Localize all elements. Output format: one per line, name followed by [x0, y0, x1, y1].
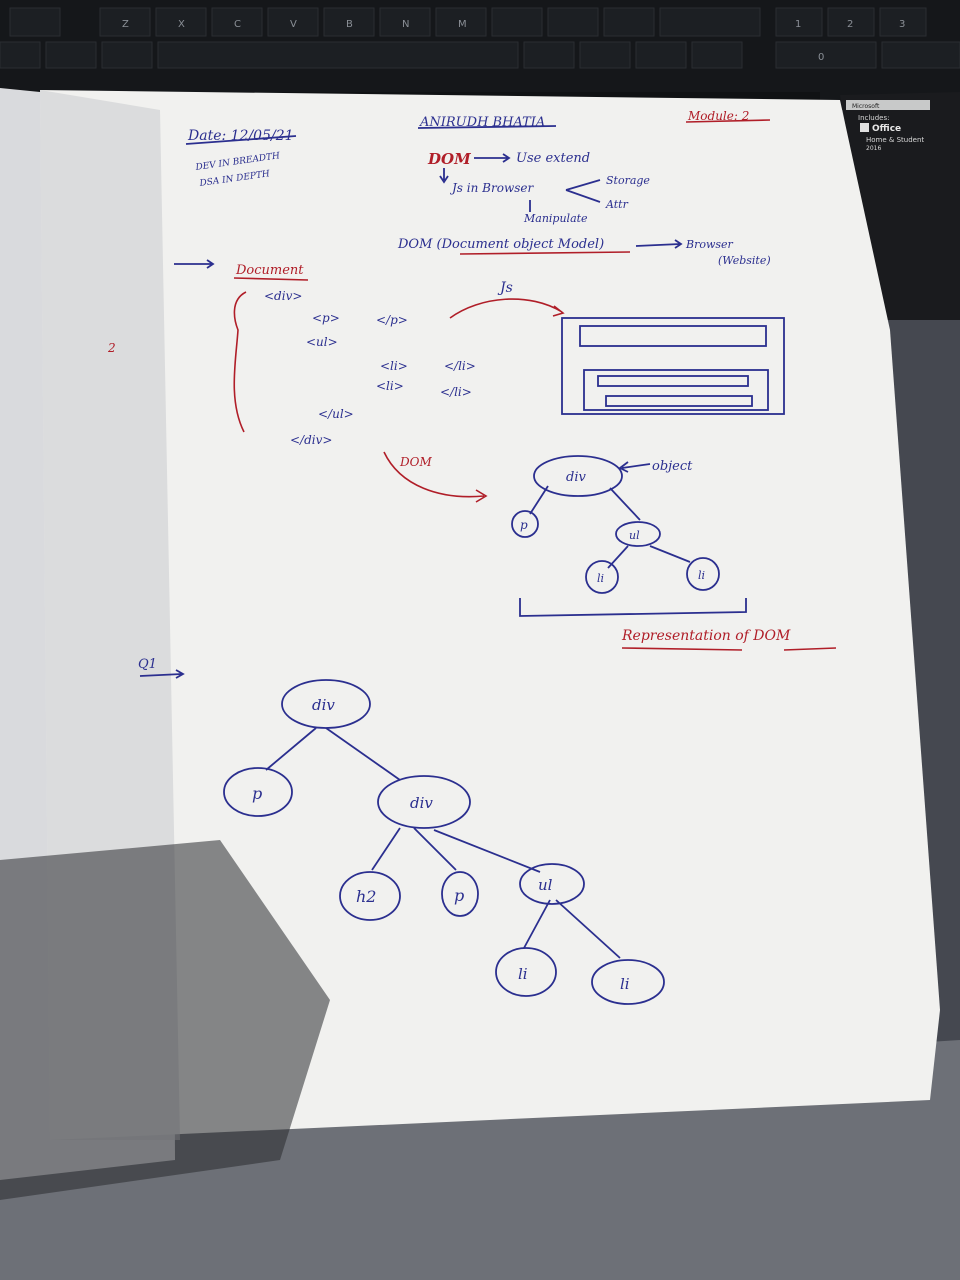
q-node-div-child: [377, 775, 471, 829]
key-num1: 1: [795, 19, 801, 30]
right-page: [40, 90, 940, 1140]
header-module: Module: 2: [687, 109, 749, 123]
margin-mark: 2: [107, 341, 116, 355]
box-includes: Includes:: [858, 114, 890, 122]
dom-node-p: [511, 510, 539, 538]
html-line-p-close: </p>: [376, 313, 408, 327]
key-num2: 2: [847, 19, 853, 30]
js-arrow-label: Js: [497, 280, 513, 296]
dom-node-ul: [615, 521, 661, 547]
dom-node-ul-label: ul: [629, 529, 640, 542]
dom-storage: Storage: [606, 174, 650, 187]
dom-node-li-2-label: li: [698, 569, 705, 582]
html-line-div-close: </div>: [290, 433, 332, 447]
q-node-h2: [339, 871, 401, 921]
office-logo-icon: [860, 123, 869, 132]
dom-node-li-1: [585, 560, 619, 594]
q-node-div-root-label: div: [312, 696, 335, 714]
dom-node-div-label: div: [566, 470, 586, 485]
q-node-p-1-label: p: [252, 784, 262, 803]
key-num0: 0: [818, 52, 824, 63]
q-node-ul-label: ul: [538, 876, 553, 894]
question-one-tree: Q1 div p div h2 p ul li li: [138, 657, 665, 1005]
document-heading: Document: [235, 263, 304, 278]
dom-object-label: object: [652, 459, 693, 474]
html-line-ul-open: <ul>: [306, 335, 338, 349]
dom-node-li-2: [686, 557, 720, 591]
dom-representation-tree: div p ul li li object Representation of …: [511, 455, 837, 651]
key-z: Z: [122, 19, 129, 30]
html-line-ul-close: </ul>: [318, 407, 354, 421]
dom-manipulate: Manipulate: [523, 212, 588, 225]
key-num3: 3: [899, 19, 905, 30]
dom-js-in-browser: Js in Browser: [449, 181, 534, 195]
dom-attr: Attr: [605, 198, 629, 211]
box-year: 2016: [866, 145, 881, 152]
key-c: C: [234, 19, 241, 30]
q-node-li-2-label: li: [620, 975, 630, 993]
q-node-div-child-label: div: [410, 794, 433, 812]
html-line-li-close-2: </li>: [440, 385, 472, 399]
html-line-p-open: <p>: [312, 311, 340, 325]
key-x: X: [178, 19, 185, 30]
dom-node-p-label: p: [520, 518, 528, 532]
html-line-div-open: <div>: [264, 289, 302, 303]
q-node-p-1: [223, 767, 293, 817]
key-m: M: [458, 19, 467, 30]
dom-full-form: DOM (Document object Model): [397, 237, 604, 252]
header-date: Date: 12/05/21: [187, 128, 294, 144]
question-label: Q1: [138, 657, 157, 672]
phone-shadow: [0, 840, 330, 1200]
html-line-li-close-1: </li>: [444, 359, 476, 373]
html-line-li-open-2: <li>: [376, 379, 404, 393]
key-n: N: [402, 19, 409, 30]
html-line-li-open-1: <li>: [380, 359, 408, 373]
box-edition: Home & Student: [866, 136, 924, 144]
q-node-ul: [519, 863, 585, 905]
q-node-div-root: [281, 679, 371, 729]
q-node-li-1: [495, 947, 557, 997]
box-brand: Microsoft: [852, 103, 880, 110]
q-node-h2-label: h2: [356, 887, 376, 906]
dom-use-extend: Use extend: [516, 151, 590, 166]
key-v: V: [290, 19, 297, 30]
dom-browser: Browser: [685, 238, 734, 251]
dom-node-li-1-label: li: [597, 572, 604, 585]
q-node-li-1-label: li: [518, 965, 528, 983]
box-product: Office: [872, 124, 901, 134]
q-node-p-2-label: p: [454, 886, 464, 905]
browser-window-sketch: [561, 317, 785, 415]
dom-arrow-label: DOM: [399, 455, 432, 469]
q-node-li-2: [591, 959, 665, 1005]
dom-website: (Website): [718, 254, 771, 267]
key-b: B: [346, 19, 353, 30]
dom-node-div: [533, 455, 623, 497]
dom-heading: DOM: [427, 150, 471, 168]
q-node-p-2: [441, 871, 479, 917]
dom-caption: Representation of DOM: [621, 628, 791, 644]
